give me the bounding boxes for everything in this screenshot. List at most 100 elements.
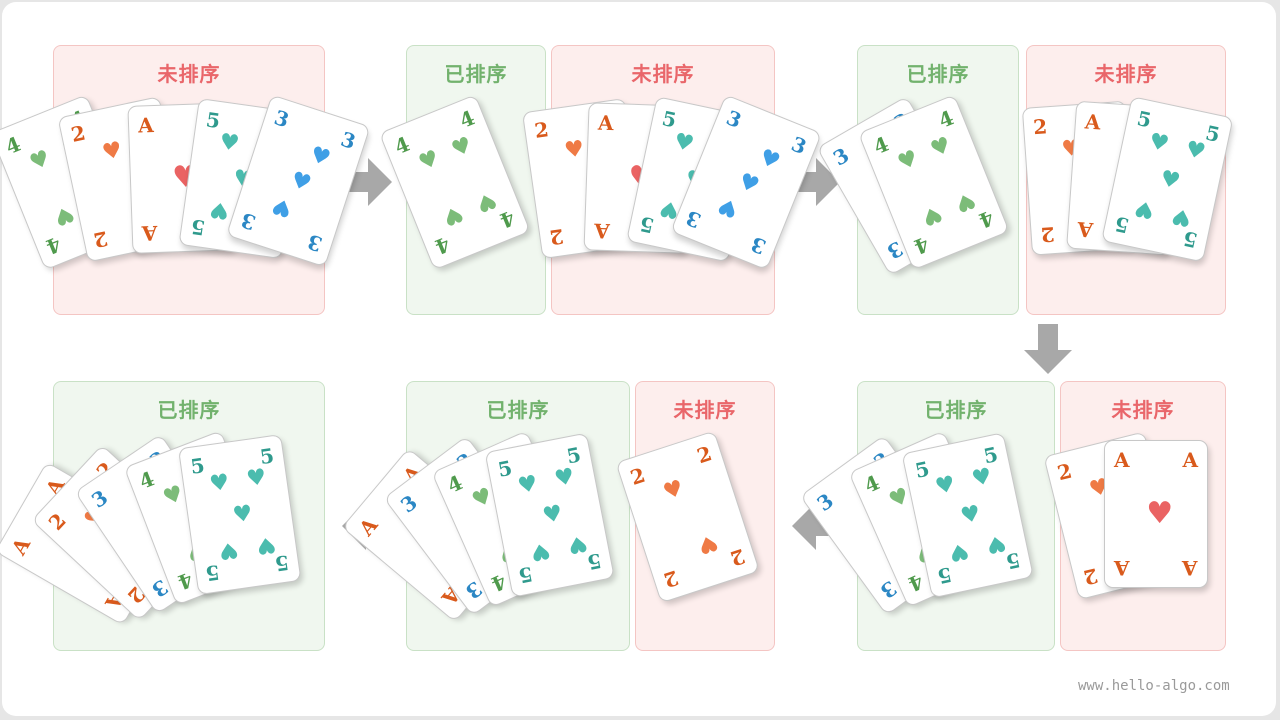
- card-rank-label: 5: [1181, 226, 1200, 253]
- card-rank-label: 4: [910, 231, 933, 260]
- card-rank-label: 2: [91, 226, 110, 253]
- heart-icon: ♥: [217, 128, 241, 157]
- arrow-down-icon: [1024, 324, 1072, 374]
- heart-icon: ♥: [207, 468, 231, 498]
- heart-icon: ♥: [415, 144, 444, 177]
- heart-icon: ♥: [1157, 165, 1183, 195]
- card-rank-label: 5: [204, 560, 222, 586]
- heart-icon: ♥: [1132, 194, 1158, 224]
- card-rank-label: 4: [487, 568, 511, 597]
- heart-icon: ♥: [447, 131, 476, 164]
- card-rank-label: 3: [337, 126, 359, 154]
- card-rank-label: 3: [87, 485, 113, 513]
- card-rank-label: 4: [904, 568, 928, 597]
- heart-icon: ♥: [268, 191, 296, 223]
- card-rank-label: 2: [627, 462, 649, 490]
- heart-icon: ♥: [1146, 495, 1174, 531]
- heart-icon: ♥: [565, 529, 590, 559]
- heart-icon: ♥: [1146, 127, 1172, 158]
- card-rank-label: A: [1114, 448, 1130, 472]
- card-rank-label: 4: [870, 131, 893, 160]
- heart-icon: ♥: [528, 536, 553, 567]
- card-rank-label: 2: [660, 565, 682, 593]
- zone-label-unsorted: 未排序: [1094, 62, 1158, 86]
- heart-icon: ♥: [958, 499, 983, 530]
- heart-icon: ♥: [217, 536, 241, 565]
- heart-icon: ♥: [439, 199, 468, 231]
- card-rank-label: 5: [659, 106, 679, 133]
- heart-icon: ♥: [660, 474, 687, 506]
- heart-icon: ♥: [562, 135, 586, 165]
- card-rank-label: 2: [1039, 222, 1056, 247]
- zone-label-unsorted: 未排序: [631, 62, 695, 86]
- arrow-left-icon: [792, 502, 842, 550]
- card-rank-label: 3: [829, 142, 854, 171]
- card-rank-label: 4: [391, 131, 414, 160]
- card-rank-label: 5: [495, 455, 515, 482]
- card-rank-label: A: [1182, 556, 1198, 580]
- heart-icon: ♥: [1183, 135, 1208, 166]
- heart-icon: ♥: [926, 131, 955, 164]
- card-rank-label: A: [1182, 448, 1198, 472]
- heart-icon: ♥: [1169, 202, 1194, 232]
- card-rank-label: 5: [1112, 211, 1132, 239]
- zone-label-sorted: 已排序: [906, 62, 970, 86]
- card-rank-label: 2: [43, 508, 71, 535]
- heart-icon: ♥: [99, 136, 125, 167]
- card-rank-label: 2: [727, 543, 749, 571]
- card-rank-label: 5: [516, 561, 535, 588]
- zone-label-sorted: 已排序: [157, 398, 221, 422]
- heart-icon: ♥: [918, 199, 947, 231]
- heart-icon: ♥: [755, 144, 784, 176]
- card-rank-label: 4: [860, 470, 884, 498]
- heart-icon: ♥: [471, 185, 500, 218]
- card-rank-label: 3: [304, 229, 326, 257]
- heart-icon: ♥: [946, 537, 972, 567]
- card-rank-label: 2: [1054, 458, 1075, 486]
- card-rank-label: 4: [456, 105, 479, 133]
- card-rank-label: 5: [935, 562, 954, 589]
- heart-icon: ♥: [26, 144, 55, 177]
- card-rank-label: A: [1076, 217, 1094, 243]
- card-rank-label: 3: [787, 131, 810, 160]
- heart-icon: ♥: [734, 167, 763, 200]
- zone-label-sorted: 已排序: [444, 62, 508, 86]
- heart-icon: ♥: [714, 191, 743, 223]
- card-rank-label: 3: [237, 207, 259, 235]
- card-rank-label: 4: [42, 231, 65, 260]
- card-rank-label: 2: [68, 120, 88, 147]
- heart-icon: ♥: [231, 499, 255, 529]
- heart-icon: ♥: [244, 463, 269, 492]
- card-rank-label: 2: [1032, 114, 1048, 140]
- card-rank-label: 2: [548, 224, 566, 250]
- card-rank-label: 3: [271, 105, 292, 133]
- card-rank-label: 3: [812, 488, 838, 517]
- card-rank-label: 2: [694, 441, 715, 469]
- card-rank-label: 4: [443, 470, 467, 498]
- heart-icon: ♥: [306, 141, 334, 173]
- card-rank-label: A: [1084, 109, 1102, 135]
- zone-label-unsorted: 未排序: [157, 62, 221, 86]
- arrow-right-icon: [342, 158, 392, 206]
- heart-icon: ♥: [894, 144, 923, 177]
- heart-icon: ♥: [950, 185, 979, 218]
- card-rank-label: 4: [935, 105, 958, 133]
- card-rank-label: 4: [135, 466, 158, 494]
- card-rank-label: 3: [396, 490, 422, 518]
- arrow-right-icon: [790, 158, 840, 206]
- card-rank-label: 3: [682, 205, 705, 233]
- heart-icon: ♥: [695, 528, 722, 560]
